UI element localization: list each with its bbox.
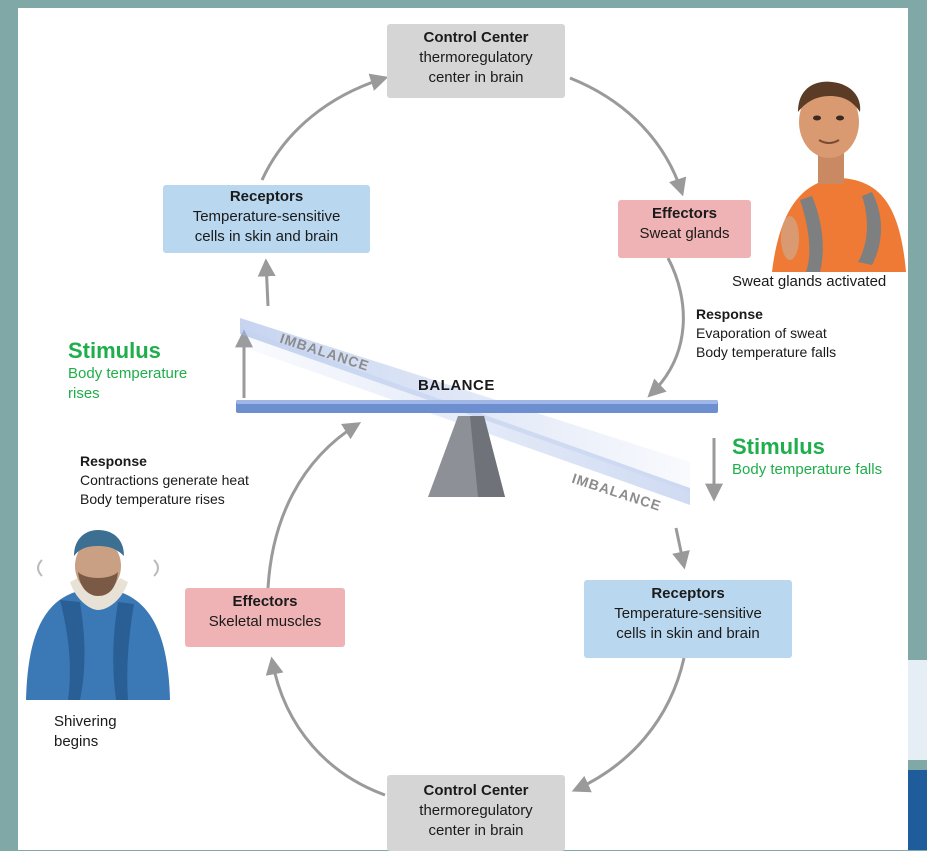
effectors-box-bottom: Effectors Skeletal muscles bbox=[185, 588, 345, 647]
arrow-effectors-to-balance-top bbox=[647, 257, 685, 398]
stimulus-line2-left: rises bbox=[68, 385, 100, 402]
receptors-title-bottom: Receptors bbox=[651, 585, 725, 602]
effectors-line1-top: Sweat glands bbox=[639, 225, 730, 242]
fulcrum-shade bbox=[470, 416, 505, 497]
balance-beam-highlight bbox=[236, 400, 718, 404]
arrow-receptors-to-control-bottom bbox=[571, 657, 686, 793]
shivering-man-illustration bbox=[26, 530, 170, 700]
receptors-line2-top: cells in skin and brain bbox=[194, 228, 339, 245]
effectors-box-top: Effectors Sweat glands bbox=[618, 200, 751, 258]
sweat-caption: Sweat glands activated bbox=[732, 273, 887, 290]
shivering-caption-line2: begins bbox=[54, 733, 99, 750]
response-line1-top: Evaporation of sweat bbox=[696, 325, 827, 341]
response-line2-top: Body temperature falls bbox=[696, 344, 837, 360]
control-center-title-bottom: Control Center bbox=[423, 782, 529, 799]
effectors-line1-bottom: Skeletal muscles bbox=[208, 613, 322, 630]
control-center-line1-top: thermoregulatory bbox=[419, 49, 533, 66]
response-line2-bottom: Body temperature rises bbox=[80, 491, 225, 507]
arrow-control-to-effectors-top bbox=[569, 76, 687, 197]
arrow-control-to-effectors-bottom bbox=[265, 656, 386, 797]
arrow-receptors-to-control-top bbox=[260, 73, 389, 181]
response-block-top: Response Evaporation of sweat Body tempe… bbox=[696, 305, 836, 362]
stimulus-block-right: Stimulus Body temperature falls bbox=[732, 434, 882, 480]
control-center-title-top: Control Center bbox=[423, 29, 529, 46]
control-center-box-bottom: Control Center thermoregulatory center i… bbox=[387, 775, 565, 851]
right-edge-strip-blue bbox=[908, 770, 927, 850]
shivering-caption: Shivering begins bbox=[54, 712, 117, 752]
receptors-box-top: Receptors Temperature-sensitive cells in… bbox=[163, 185, 370, 253]
stimulus-title-right: Stimulus bbox=[732, 434, 825, 459]
arrow-beam-to-receptors-top bbox=[257, 258, 276, 307]
effectors-title-top: Effectors bbox=[651, 205, 718, 222]
sweating-man-illustration bbox=[772, 81, 906, 272]
response-block-bottom: Response Contractions generate heat Body… bbox=[80, 452, 249, 509]
stimulus-line1-left: Body temperature bbox=[68, 365, 188, 382]
arrow-effectors-to-balance-bottom bbox=[266, 422, 362, 589]
balance-label: BALANCE bbox=[418, 377, 495, 394]
control-center-line2-top: center in brain bbox=[428, 69, 524, 86]
receptors-box-bottom: Receptors Temperature-sensitive cells in… bbox=[584, 580, 792, 658]
receptors-title-top: Receptors bbox=[229, 188, 304, 205]
control-center-line2-bottom: center in brain bbox=[428, 822, 524, 839]
response-line1-bottom: Contractions generate heat bbox=[80, 472, 249, 488]
receptors-line2-bottom: cells in skin and brain bbox=[616, 625, 760, 642]
shivering-caption-line1: Shivering bbox=[54, 713, 117, 730]
response-title-bottom: Response bbox=[80, 453, 147, 469]
receptors-line1-bottom: Temperature-sensitive bbox=[614, 605, 762, 622]
response-title-top: Response bbox=[696, 306, 763, 322]
right-edge-strip-light bbox=[908, 660, 927, 760]
effectors-title-bottom: Effectors bbox=[232, 593, 298, 610]
stimulus-line1-right: Body temperature falls bbox=[732, 461, 883, 478]
control-center-line1-bottom: thermoregulatory bbox=[419, 802, 533, 819]
receptors-line1-top: Temperature-sensitive bbox=[192, 208, 341, 225]
control-center-box-top: Control Center thermoregulatory center i… bbox=[387, 24, 565, 98]
stimulus-title-left: Stimulus bbox=[68, 338, 161, 363]
stimulus-block-left: Stimulus Body temperature rises bbox=[68, 338, 187, 404]
arrow-beam-to-receptors-bottom bbox=[672, 527, 690, 570]
